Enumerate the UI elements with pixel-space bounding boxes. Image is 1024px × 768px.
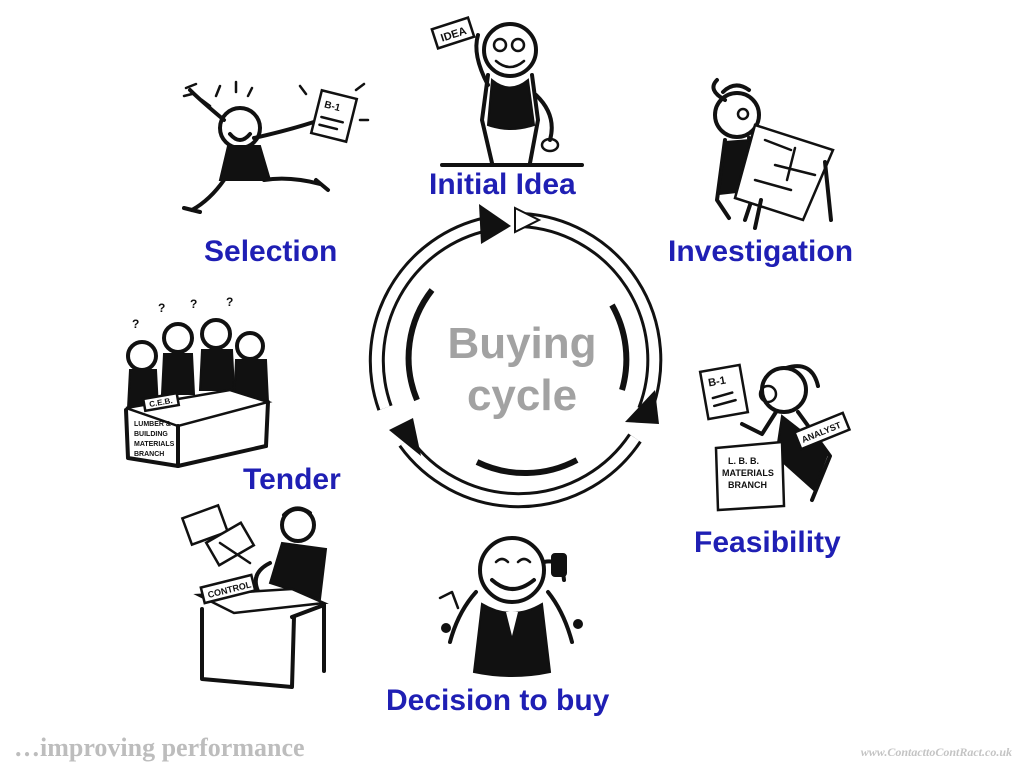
stage-label-selection: Selection: [204, 235, 338, 268]
svg-text:?: ?: [190, 297, 197, 311]
svg-text:?: ?: [226, 295, 233, 309]
stage-label-tender: Tender: [243, 463, 341, 496]
selection-doc-sign: B-1: [323, 100, 342, 115]
excited-man-on-phone-icon: [438, 536, 583, 677]
man-at-control-desk-icon: CONTROL: [180, 503, 329, 689]
lumber-desk-line-1: LUMBER &: [134, 421, 171, 428]
svg-text:?: ?: [158, 301, 165, 315]
jumping-man-with-document-icon: B-1: [182, 80, 370, 214]
committee-at-desk-icon: ? ? ? ? C.E.B. LUMBER & BUILDING MATERIA…: [124, 295, 273, 468]
stage-label-feasibility: Feasibility: [694, 526, 841, 559]
stage-label-decision-to-buy: Decision to buy: [386, 684, 610, 717]
cycle-title-line-1: Buying: [447, 319, 597, 368]
stage-label-investigation: Investigation: [668, 235, 854, 268]
ceb-sign: C.E.B.: [148, 396, 173, 409]
footer-tagline: …improving performance: [14, 733, 305, 762]
svg-text:?: ?: [132, 317, 139, 331]
lbb-desk-line-1: L. B. B.: [728, 456, 759, 466]
cycle-arrow-3: [368, 204, 511, 411]
stage-label-initial-idea: Initial Idea: [429, 168, 576, 201]
lumber-desk-line-2: BUILDING: [134, 431, 168, 438]
lbb-desk-line-2: MATERIALS: [722, 468, 774, 478]
bid-sign: B-1: [707, 375, 727, 390]
analyst-at-desk-icon: B-1 ANALYST L. B. B. MATERIALS BRANCH: [698, 363, 852, 512]
lumber-desk-line-3: MATERIALS: [134, 441, 175, 448]
man-with-idea-icon: IDEA: [430, 16, 584, 167]
lbb-desk-line-3: BRANCH: [728, 480, 767, 490]
footer-website: www.ContacttoContRact.co.uk: [860, 745, 1012, 759]
cycle-center-title: Buying cycle: [442, 318, 602, 422]
cycle-title-line-2: cycle: [466, 371, 578, 420]
cycle-arrow-1: [514, 206, 663, 424]
lumber-desk-line-4: BRANCH: [134, 451, 164, 458]
cycle-arrow-2: [389, 418, 642, 509]
man-at-drafting-table-icon: [711, 78, 835, 230]
